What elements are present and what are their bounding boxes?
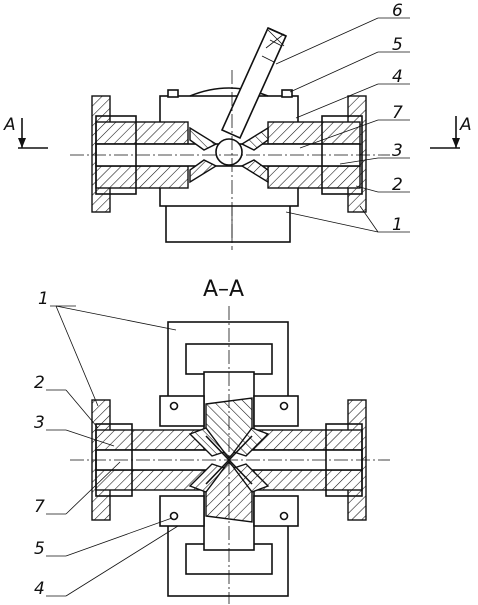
- svg-text:6: 6: [392, 1, 403, 21]
- svg-text:4: 4: [34, 579, 45, 599]
- screw: [169, 511, 179, 521]
- section-view: 1 2 3 7 5 4: [34, 289, 390, 604]
- svg-text:2: 2: [34, 373, 45, 393]
- central-ball: [215, 138, 243, 166]
- svg-text:7: 7: [34, 497, 45, 517]
- handle: [220, 26, 288, 140]
- left-pipe: [95, 121, 189, 145]
- section-view-labels: 1 2 3 7 5 4: [34, 289, 179, 599]
- top-view-labels: 6 5 4 7 3 2 1: [275, 1, 410, 235]
- svg-text:5: 5: [34, 539, 45, 559]
- svg-text:2: 2: [392, 175, 403, 195]
- svg-text:1: 1: [392, 215, 403, 235]
- svg-text:5: 5: [392, 35, 403, 55]
- svg-text:3: 3: [392, 141, 403, 161]
- svg-text:1: 1: [38, 289, 49, 309]
- section-mark-right: A: [459, 115, 472, 135]
- section-mark-left: A: [3, 115, 16, 135]
- right-pipe: [267, 121, 361, 145]
- svg-text:4: 4: [392, 67, 403, 87]
- svg-text:3: 3: [34, 413, 45, 433]
- top-view: A A 6 5 4 7 3 2 1: [3, 1, 472, 250]
- svg-text:7: 7: [392, 103, 403, 123]
- section-title: A–A: [203, 277, 244, 302]
